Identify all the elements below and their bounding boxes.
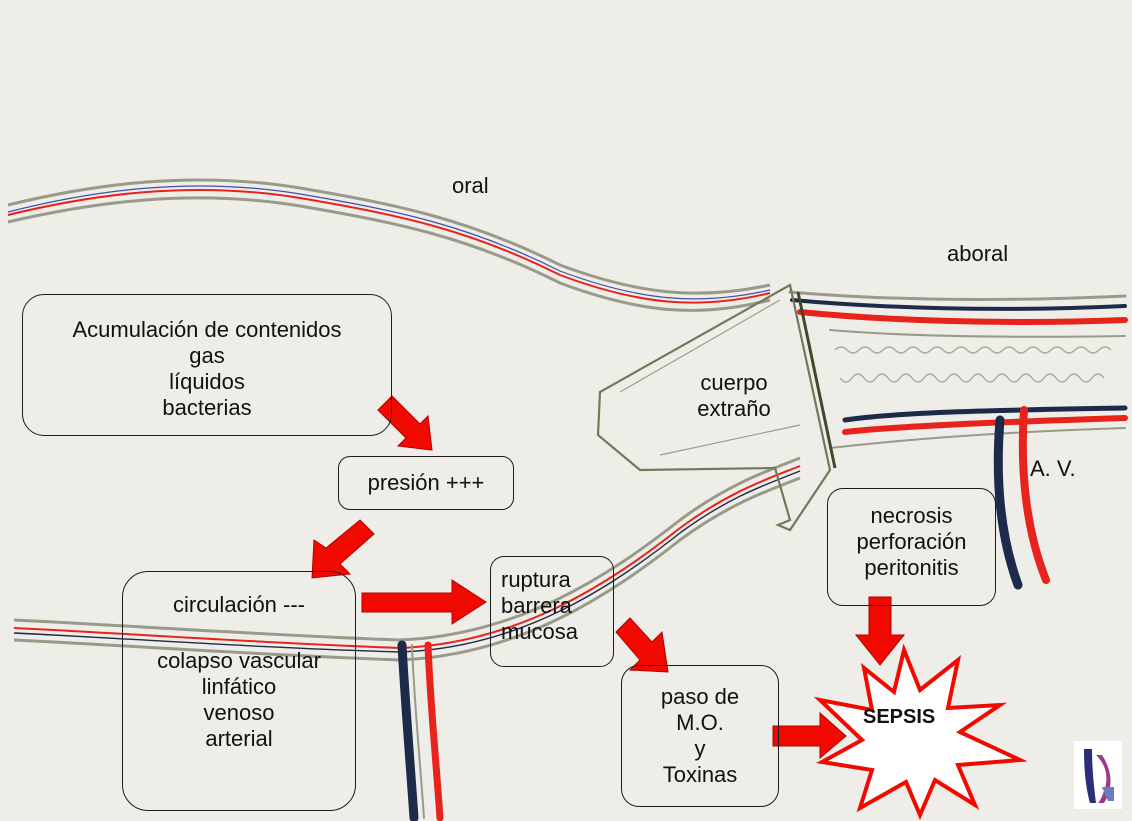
arrow-paso-to-sepsis xyxy=(773,713,846,758)
paso-line-1: paso de xyxy=(622,684,778,710)
cuerpo-line-1: cuerpo xyxy=(684,370,784,396)
av-label: A. V. xyxy=(1030,456,1076,482)
presion-box: presión +++ xyxy=(338,456,514,510)
acumulacion-line-3: líquidos xyxy=(23,369,391,395)
intestine-wall-upper xyxy=(8,180,770,311)
aboral-wall-lower xyxy=(830,408,1125,448)
sepsis-label: SEPSIS xyxy=(863,706,935,729)
ruptura-box: ruptura barrera mucosa xyxy=(490,556,614,667)
mesenteric-vessels-left xyxy=(402,645,440,818)
sepsis-starburst xyxy=(820,650,1020,815)
necrosis-box: necrosis perforación peritonitis xyxy=(827,488,996,606)
acumulacion-line-2: gas xyxy=(23,343,391,369)
logo-icon xyxy=(1074,741,1122,809)
circulacion-line-4: arterial xyxy=(123,726,355,752)
oral-label: oral xyxy=(452,173,489,199)
arrow-ruptura-to-paso xyxy=(616,618,668,672)
paso-line-4: Toxinas xyxy=(622,762,778,788)
circulacion-line-1: colapso vascular xyxy=(123,648,355,674)
cuerpo-line-2: extraño xyxy=(684,396,784,422)
acumulacion-box: Acumulación de contenidos gas líquidos b… xyxy=(22,294,392,436)
circulacion-box: circulación --- colapso vascular linfáti… xyxy=(122,571,356,811)
ruptura-line-3: mucosa xyxy=(501,619,613,645)
paso-box: paso de M.O. y Toxinas xyxy=(621,665,779,807)
ruptura-line-1: ruptura xyxy=(501,567,613,593)
cuerpo-extrano-label: cuerpo extraño xyxy=(684,370,784,422)
circulacion-line-3: venoso xyxy=(123,700,355,726)
arrow-circ-to-ruptura xyxy=(362,580,486,624)
acumulacion-line-4: bacterias xyxy=(23,395,391,421)
presion-label: presión +++ xyxy=(339,470,513,496)
aboral-wall-upper xyxy=(790,292,1125,337)
paso-line-3: y xyxy=(622,736,778,762)
necrosis-line-2: perforación xyxy=(828,529,995,555)
paso-line-2: M.O. xyxy=(622,710,778,736)
necrosis-line-3: peritonitis xyxy=(828,555,995,581)
mesenteric-vessels-right xyxy=(998,410,1046,585)
arrow-presion-to-circ xyxy=(312,520,374,578)
ruptura-line-2: barrera xyxy=(501,593,613,619)
necrosis-line-1: necrosis xyxy=(828,503,995,529)
mucosa-folds xyxy=(835,347,1111,382)
aboral-label: aboral xyxy=(947,241,1008,267)
circulacion-line-2: linfático xyxy=(123,674,355,700)
arrow-necrosis-to-sepsis xyxy=(856,597,904,665)
circulacion-title: circulación --- xyxy=(123,592,355,618)
acumulacion-line-1: Acumulación de contenidos xyxy=(23,317,391,343)
